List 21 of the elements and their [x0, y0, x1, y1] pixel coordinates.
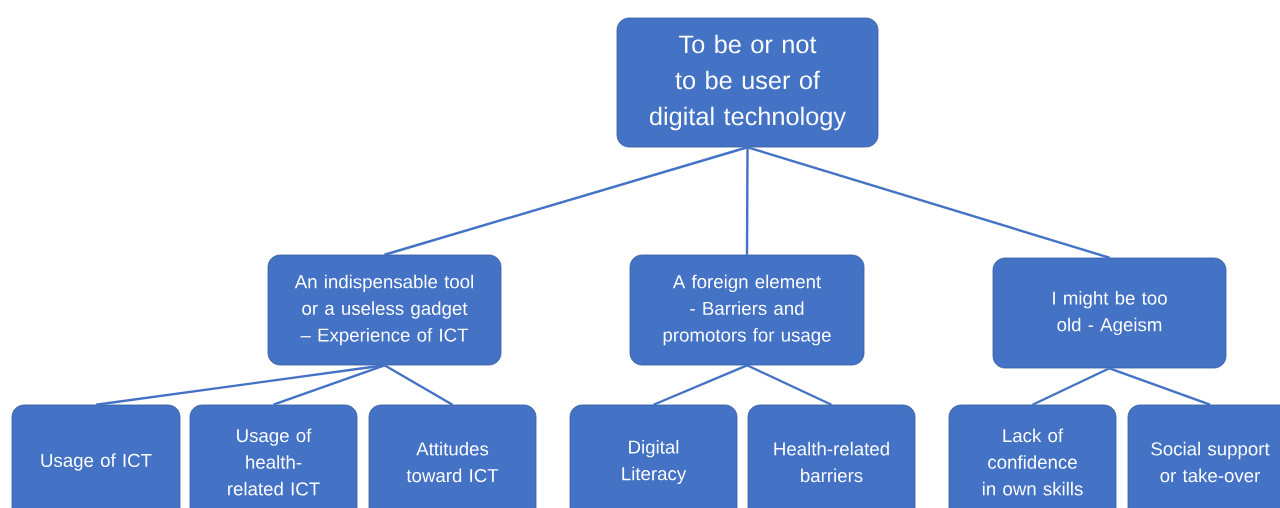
connector-line	[745, 147, 749, 255]
connector-line	[1032, 367, 1111, 406]
connector-line	[1109, 367, 1211, 406]
connector-line	[746, 364, 833, 406]
connector-line	[747, 146, 1110, 259]
code-box: Lack of confidence in own skills	[948, 404, 1117, 508]
code-box: Usage of health-related ICT	[189, 404, 358, 508]
code-box: Attitudes toward ICT	[368, 404, 537, 508]
connector-line	[95, 364, 385, 406]
subtheme-box: I might be too old - Ageism	[992, 257, 1227, 369]
code-box: Social support or take-over	[1127, 404, 1280, 508]
theme-box: To be or not to be user of digital technology	[616, 17, 879, 148]
subtheme-box: An indispensable tool or a useless gadget – Experience of ICT	[267, 254, 502, 366]
code-box: Digital Literacy	[569, 404, 738, 508]
code-box: Health-related barriers	[747, 404, 916, 508]
connector-line	[384, 146, 748, 256]
connector-line	[383, 364, 454, 406]
subtheme-box: A foreign element - Barriers and promotors for usage	[629, 254, 865, 366]
code-box: Usage of ICT	[11, 404, 181, 508]
connector-line	[273, 364, 385, 406]
connector-line	[653, 364, 748, 406]
